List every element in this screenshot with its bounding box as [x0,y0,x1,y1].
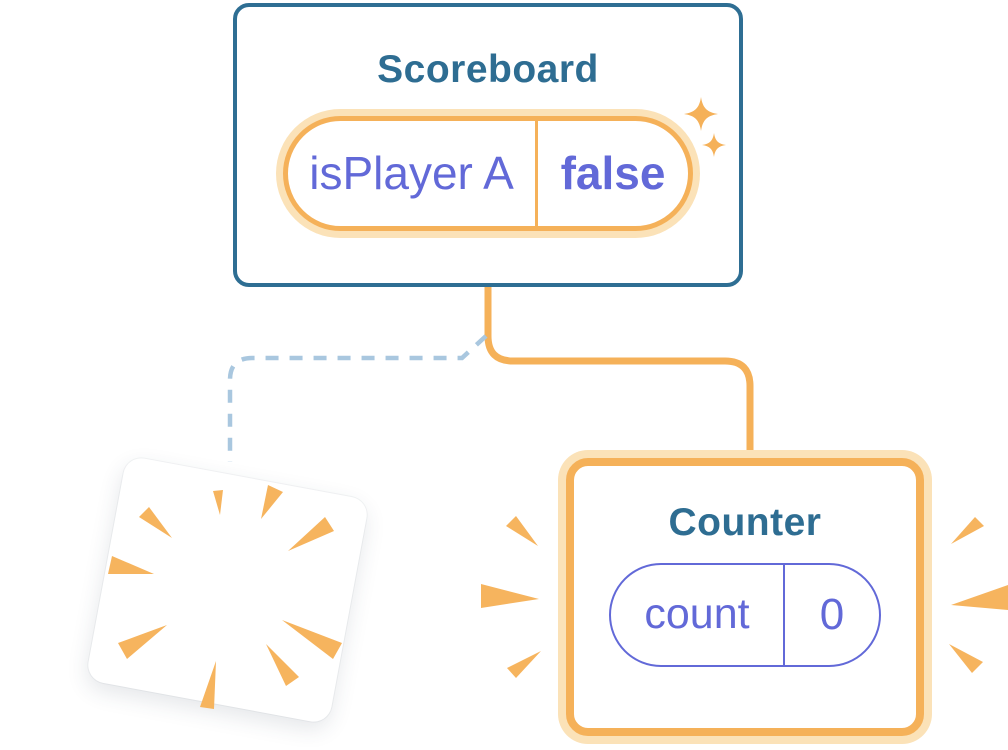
scoreboard-state-pill: isPlayer A false [283,115,693,231]
counter-state-pill: count 0 [609,562,881,667]
scoreboard-title: Scoreboard [377,48,599,91]
state-name-label: isPlayer A [309,147,514,200]
pill-divider [783,564,785,665]
state-name-label: count [644,590,750,639]
pill-divider [535,120,538,226]
emphasis-rays-right-icon [949,517,1008,673]
emphasis-rays-left-icon [481,516,541,678]
destroyed-component-card [85,455,370,725]
counter-title: Counter [668,501,822,544]
scoreboard-component-card: Scoreboard isPlayer A false [233,3,743,287]
dashed-connector-line [227,334,488,462]
state-value-label: false [560,147,666,200]
solid-connector-line [484,285,754,456]
counter-component-card: Counter count 0 [566,458,924,736]
state-value-label: 0 [819,589,845,639]
